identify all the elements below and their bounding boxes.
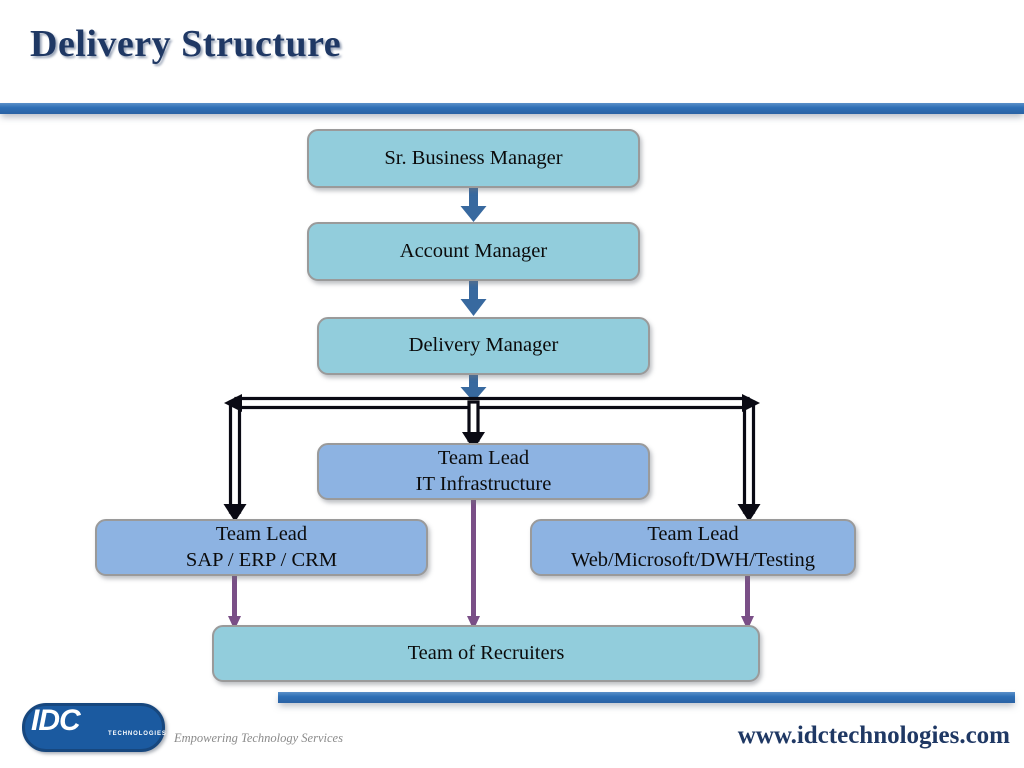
connector-sbm-to-am	[460, 188, 487, 222]
node-label-line2: IT Infrastructure	[415, 472, 552, 495]
node-team-lead-it-infrastructure[interactable]: Team Lead IT Infrastructure	[317, 443, 650, 500]
node-team-lead-web-microsoft-dwh-testing[interactable]: Team Lead Web/Microsoft/DWH/Testing	[530, 519, 856, 576]
node-sr-business-manager[interactable]: Sr. Business Manager	[307, 129, 640, 188]
page-title: Delivery Structure	[30, 23, 342, 65]
node-label: Account Manager	[399, 239, 548, 262]
node-label-line2: Web/Microsoft/DWH/Testing	[570, 548, 815, 571]
node-label: Team of Recruiters	[407, 641, 565, 664]
company-logo[interactable]: IDC TECHNOLOGIES Empowering Technology S…	[22, 700, 343, 756]
node-label-line1: Team Lead	[215, 522, 308, 545]
node-label-line1: Team Lead	[437, 446, 530, 469]
website-url[interactable]: www.idctechnologies.com	[737, 722, 1010, 749]
node-label-line2: SAP / ERP / CRM	[185, 548, 338, 571]
node-team-lead-sap-erp-crm[interactable]: Team Lead SAP / ERP / CRM	[95, 519, 428, 576]
logo-badge-shape	[22, 703, 165, 752]
connector-am-to-dm	[460, 281, 487, 316]
node-label-line1: Team Lead	[647, 522, 739, 545]
connector-dm-to-distributor	[460, 375, 487, 402]
logo-tagline: Empowering Technology Services	[174, 731, 343, 745]
logo-wordmark: IDC	[31, 704, 81, 737]
node-label: Sr. Business Manager	[384, 146, 563, 169]
title-divider-bar	[0, 103, 1024, 114]
footer-divider-bar	[278, 692, 1015, 703]
connector-it-to-recruiters	[467, 500, 480, 630]
node-delivery-manager[interactable]: Delivery Manager	[317, 317, 650, 375]
logo-subtext: TECHNOLOGIES	[108, 731, 167, 737]
connector-sap-to-recruiters	[228, 575, 241, 630]
node-account-manager[interactable]: Account Manager	[307, 222, 640, 281]
node-team-of-recruiters[interactable]: Team of Recruiters	[212, 625, 760, 682]
connector-distributor-arrowheads	[223, 394, 761, 522]
connector-web-to-recruiters	[741, 575, 754, 630]
node-label: Delivery Manager	[408, 334, 559, 357]
